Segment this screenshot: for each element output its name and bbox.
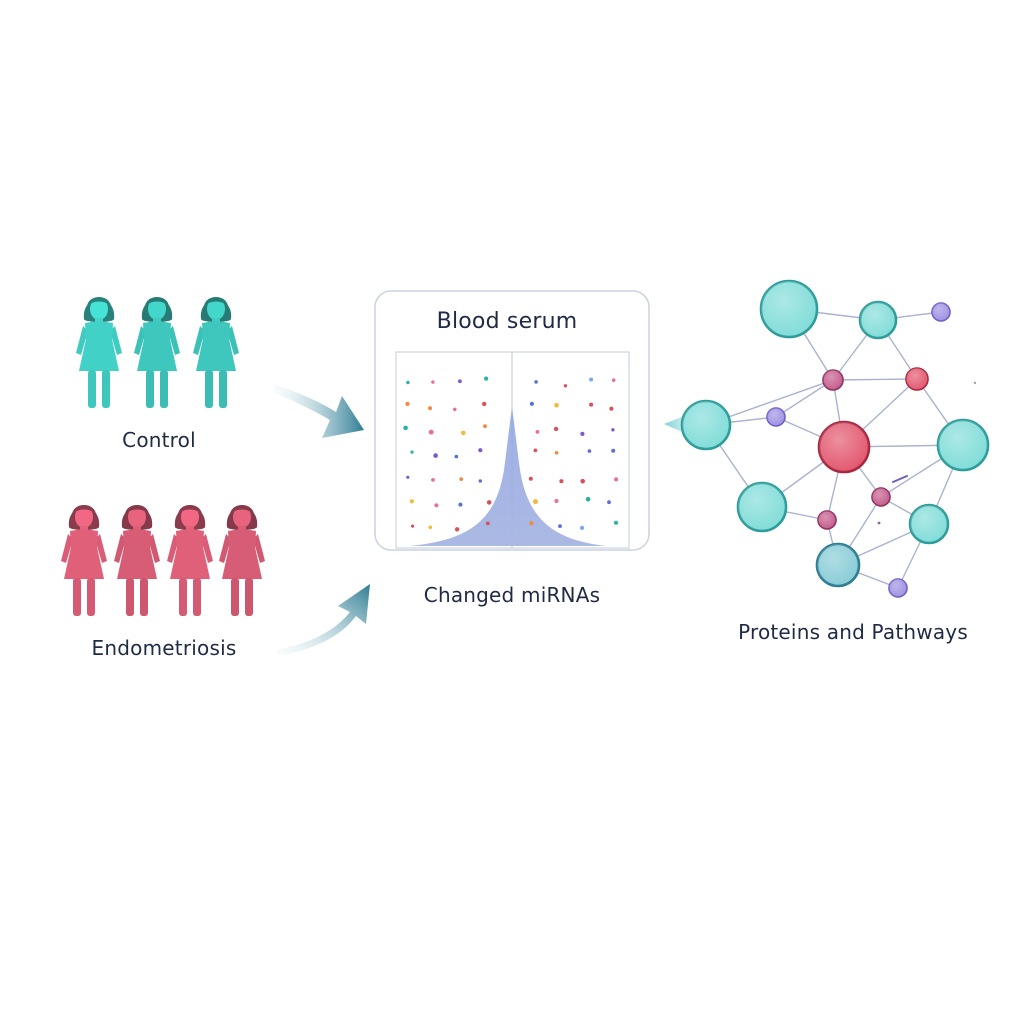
mirna-dot xyxy=(410,450,414,454)
mirna-dot xyxy=(486,500,492,505)
mirna-dot xyxy=(428,429,434,435)
mirna-dot xyxy=(434,503,439,508)
mirna-dot xyxy=(580,431,585,436)
control-person-figure xyxy=(76,297,122,408)
network-edge xyxy=(775,379,834,418)
network-node-teal xyxy=(680,399,732,451)
mirna-dot xyxy=(529,521,534,526)
network-node-magenta xyxy=(817,510,837,530)
mirna-dot xyxy=(587,449,592,453)
mirna-dot xyxy=(554,451,559,455)
mirna-dot xyxy=(482,401,487,407)
network-node-purple xyxy=(766,407,786,427)
endometriosis-person-figure xyxy=(167,505,213,616)
mirna-dot xyxy=(559,479,564,484)
network-node-blue xyxy=(815,542,861,588)
control-label: Control xyxy=(122,428,196,452)
mirna-dot xyxy=(614,477,619,482)
mirna-dot xyxy=(611,428,615,432)
mirna-dot xyxy=(528,476,533,481)
mirna-dot xyxy=(533,499,538,505)
mirna-dot xyxy=(554,498,559,504)
mirna-dot xyxy=(459,477,464,481)
proteins-pathways-label: Proteins and Pathways xyxy=(738,620,968,644)
serum-panel-title: Blood serum xyxy=(436,309,578,334)
mirna-dot xyxy=(403,425,408,431)
control-group xyxy=(76,297,239,408)
control-person-figure xyxy=(193,297,239,408)
network-node-teal xyxy=(908,503,950,545)
mirna-dot xyxy=(611,378,616,383)
mirna-dot xyxy=(589,402,594,407)
mirna-dot xyxy=(529,401,535,406)
mirna-dot xyxy=(553,426,559,432)
network-node-red xyxy=(905,367,929,391)
mirna-dot xyxy=(405,401,410,406)
mirna-dot xyxy=(484,376,489,381)
mirna-dot xyxy=(478,479,482,483)
mirna-dot xyxy=(411,524,415,528)
mirna-dot xyxy=(614,520,618,525)
mirna-dot xyxy=(458,502,463,507)
mirna-dot xyxy=(478,448,483,453)
network-node-magenta xyxy=(871,487,891,507)
mirna-dot xyxy=(611,448,616,453)
mirna-dot xyxy=(453,407,457,412)
endometriosis-person-figure xyxy=(114,505,160,616)
control-person-figure xyxy=(134,297,180,408)
mirna-dot xyxy=(454,454,459,459)
endometriosis-person-figure xyxy=(219,505,265,616)
mirna-dot xyxy=(589,377,594,382)
mirna-dot xyxy=(609,406,614,411)
endometriosis-person-figure xyxy=(61,505,107,616)
mirna-dot xyxy=(580,525,585,531)
mirna-dot xyxy=(580,478,585,484)
network-edge xyxy=(832,378,918,381)
mirna-dot xyxy=(428,525,433,530)
mirna-dot xyxy=(431,380,435,384)
mirna-dot xyxy=(406,380,410,385)
network-node-purple xyxy=(888,578,908,598)
network-node-teal xyxy=(936,418,990,472)
mirna-dot xyxy=(563,384,568,388)
network-nodes xyxy=(680,279,990,598)
changed-mirnas-caption: Changed miRNAs xyxy=(423,583,601,607)
endometriosis-label: Endometriosis xyxy=(91,636,237,660)
mirna-dot xyxy=(485,521,490,526)
mirna-dot xyxy=(535,430,540,434)
network-node-teal xyxy=(736,481,788,533)
network-node-magenta xyxy=(822,369,844,391)
mirna-dot xyxy=(461,430,466,436)
mirna-dot xyxy=(431,478,435,482)
mirna-dot xyxy=(428,406,432,411)
mirna-dot xyxy=(433,453,438,458)
mirna-distribution-peak xyxy=(410,408,606,546)
mirna-dot xyxy=(558,524,562,528)
network-node-purple xyxy=(931,302,951,322)
arrow-endometriosis-to-serum xyxy=(276,584,370,656)
network-node-teal xyxy=(759,279,819,339)
arrow-control-to-serum xyxy=(272,384,364,438)
mirna-dot xyxy=(534,380,538,384)
mirna-dot xyxy=(483,424,487,429)
mirna-dot xyxy=(607,500,611,505)
mirna-dot xyxy=(409,499,414,504)
network-node-red xyxy=(817,420,871,474)
network-specks xyxy=(877,381,977,525)
mirna-dot xyxy=(458,379,462,384)
mirna-dot xyxy=(585,496,591,502)
network-node-teal xyxy=(858,300,898,340)
mirna-dot xyxy=(406,475,410,479)
mirna-dot xyxy=(554,403,559,408)
endometriosis-group xyxy=(61,505,265,616)
mirna-dot xyxy=(454,527,460,532)
mirna-dot xyxy=(533,448,538,453)
mirna-dots xyxy=(403,376,619,532)
